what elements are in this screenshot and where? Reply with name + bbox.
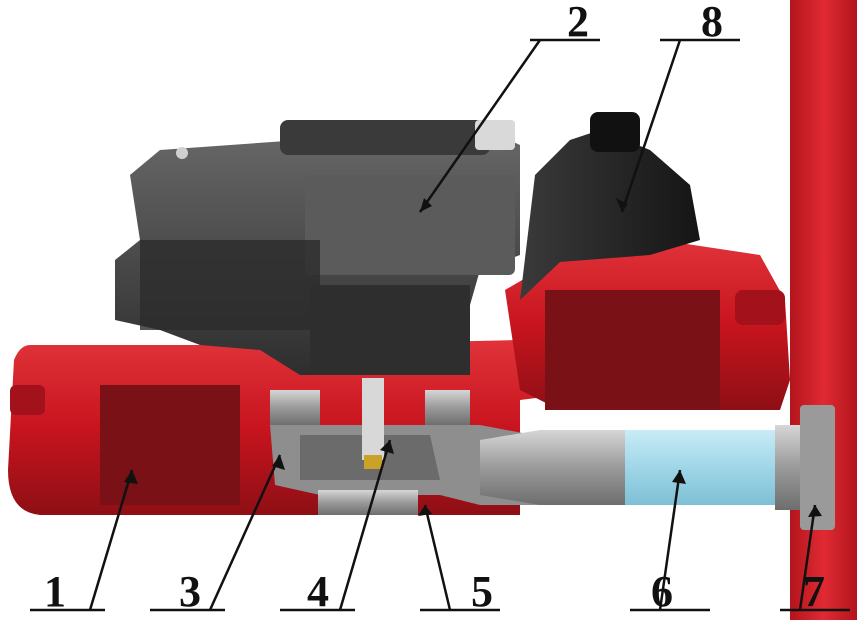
outlet-pipe [480,405,835,530]
callout-8: 8 [701,0,723,46]
leader-lines [30,38,850,612]
fuel-tank [520,130,700,300]
callout-6: 6 [651,567,673,616]
callout-7: 7 [803,567,825,616]
callout-4: 4 [307,567,329,616]
housing-panel-right [545,290,720,410]
engine [115,120,520,375]
tank-cap [590,112,640,152]
callout-2: 2 [567,0,589,46]
callout-3: 3 [179,567,201,616]
callout-1: 1 [44,567,66,616]
callout-5: 5 [471,567,493,616]
housing-panel-left [100,385,240,505]
leader-arrowheads [124,198,822,517]
